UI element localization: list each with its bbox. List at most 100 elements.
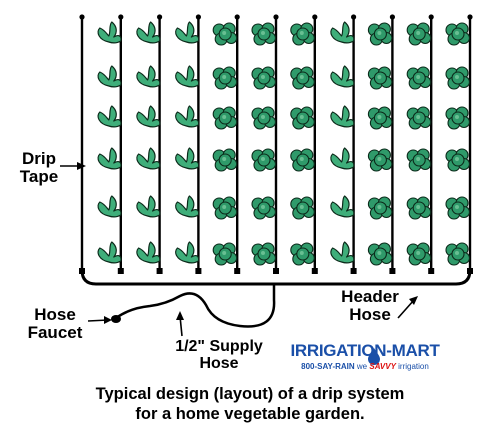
drip-tape-end-cap bbox=[467, 14, 473, 20]
water-drop-shape bbox=[368, 348, 380, 365]
round-plant bbox=[406, 106, 432, 130]
round-plant bbox=[212, 106, 238, 130]
round-plant bbox=[406, 196, 432, 220]
round-plant bbox=[251, 66, 277, 90]
drip-tape-connector bbox=[350, 268, 357, 274]
round-plant bbox=[367, 196, 393, 220]
leafy-plant bbox=[136, 65, 161, 88]
leafy-plant bbox=[175, 21, 200, 44]
round-plant bbox=[212, 148, 238, 172]
round-plant bbox=[445, 242, 471, 266]
leafy-plant bbox=[330, 105, 355, 128]
caption-line1: Typical design (layout) of a drip system bbox=[95, 385, 405, 403]
round-plant bbox=[212, 66, 238, 90]
brand-tagline-emphasis: SAVVY bbox=[369, 362, 396, 371]
drip-tape-end-cap bbox=[312, 14, 318, 20]
supply-hose-label-line1: 1/2" Supply bbox=[175, 338, 263, 355]
round-plant bbox=[212, 242, 238, 266]
round-plant bbox=[251, 242, 277, 266]
round-plant bbox=[367, 22, 393, 46]
round-plant bbox=[290, 22, 315, 46]
supply-hose-label: 1/2" Supply Hose bbox=[164, 338, 274, 373]
round-plant bbox=[367, 106, 393, 130]
leafy-plant bbox=[175, 105, 200, 128]
round-plant bbox=[251, 148, 277, 172]
round-plant bbox=[367, 66, 393, 90]
header-hose bbox=[80, 269, 472, 286]
drip-tape-end-cap bbox=[157, 14, 163, 20]
brand-tagline: 800-SAY-RAIN we SAVVY irrigation bbox=[276, 362, 454, 371]
round-plant bbox=[290, 196, 315, 220]
leafy-plant bbox=[330, 147, 355, 170]
round-plant bbox=[406, 22, 432, 46]
header-hose-label-line2: Hose bbox=[349, 304, 391, 324]
round-plant bbox=[212, 196, 238, 220]
brand-phone: 800-SAY-RAIN bbox=[301, 362, 355, 371]
round-plant bbox=[445, 66, 471, 90]
drip-tape-end-cap bbox=[79, 14, 85, 20]
leafy-plant bbox=[97, 105, 122, 128]
leafy-plant bbox=[97, 195, 122, 218]
round-plant bbox=[367, 242, 393, 266]
drip-tape-connector bbox=[117, 268, 124, 274]
supply-hose bbox=[115, 284, 276, 328]
irrigation-mart-logo[interactable]: IRRIGATION-MART 800-SAY-RAIN we SAVVY ir… bbox=[276, 341, 454, 371]
leafy-plant bbox=[136, 195, 161, 218]
drip-tape-end-cap bbox=[389, 14, 395, 20]
header-hose-label-line1: Header bbox=[341, 287, 399, 306]
hose-faucet-label-line1: Hose bbox=[34, 305, 76, 324]
round-plant bbox=[445, 148, 471, 172]
drip-tape-connector bbox=[311, 268, 318, 274]
drip-tape-connector bbox=[273, 268, 279, 274]
leafy-plant bbox=[97, 147, 122, 170]
header-hose-label: Header Hose bbox=[340, 288, 400, 324]
hose-faucet-label-line2: Faucet bbox=[27, 322, 83, 342]
drip-tape-end-cap bbox=[195, 14, 201, 20]
round-plant bbox=[251, 196, 277, 220]
drip-tape-label-line1: Drip bbox=[22, 149, 56, 168]
round-plant bbox=[406, 148, 432, 172]
drip-tape-connector bbox=[234, 268, 241, 274]
round-plant bbox=[290, 148, 315, 172]
leafy-plant bbox=[136, 21, 161, 44]
leafy-plant bbox=[175, 65, 200, 88]
leafy-plant bbox=[330, 65, 355, 88]
round-plant bbox=[251, 106, 277, 130]
header-hose-arrow bbox=[397, 296, 418, 319]
hose-faucet-label: Hose Faucet bbox=[20, 306, 90, 342]
round-plant bbox=[445, 106, 471, 130]
drip-tape-end-cap bbox=[428, 14, 434, 20]
round-plant bbox=[212, 22, 238, 46]
plant-grid bbox=[97, 21, 471, 266]
drip-tape-lines bbox=[79, 14, 473, 274]
round-plant bbox=[445, 22, 471, 46]
diagram-caption: Typical design (layout) of a drip system… bbox=[0, 385, 500, 425]
leafy-plant bbox=[175, 241, 200, 264]
leafy-plant bbox=[97, 241, 122, 264]
leafy-plant bbox=[136, 241, 161, 264]
drip-tape-connector bbox=[389, 268, 396, 274]
faucet-arrow bbox=[87, 316, 112, 324]
leafy-plant bbox=[175, 195, 200, 218]
leafy-plant bbox=[330, 21, 355, 44]
drip-tape-connector bbox=[156, 268, 163, 274]
leafy-plant bbox=[97, 21, 122, 44]
round-plant bbox=[406, 66, 432, 90]
leafy-plant bbox=[330, 195, 355, 218]
round-plant bbox=[445, 196, 471, 220]
round-plant bbox=[251, 22, 277, 46]
round-plant bbox=[290, 106, 315, 130]
leafy-plant bbox=[136, 105, 161, 128]
leafy-plant bbox=[97, 65, 122, 88]
leafy-plant bbox=[136, 147, 161, 170]
round-plant bbox=[406, 242, 432, 266]
round-plant bbox=[290, 66, 315, 90]
brand-tagline-pre: we bbox=[356, 362, 368, 371]
drip-tape-connector bbox=[195, 268, 202, 274]
water-drop-icon bbox=[368, 348, 380, 365]
supply-hose-label-line2: Hose bbox=[199, 354, 239, 372]
round-plant bbox=[367, 148, 393, 172]
hose-faucet-fitting bbox=[111, 315, 121, 323]
drip-tape-label-line2: Tape bbox=[19, 166, 59, 186]
